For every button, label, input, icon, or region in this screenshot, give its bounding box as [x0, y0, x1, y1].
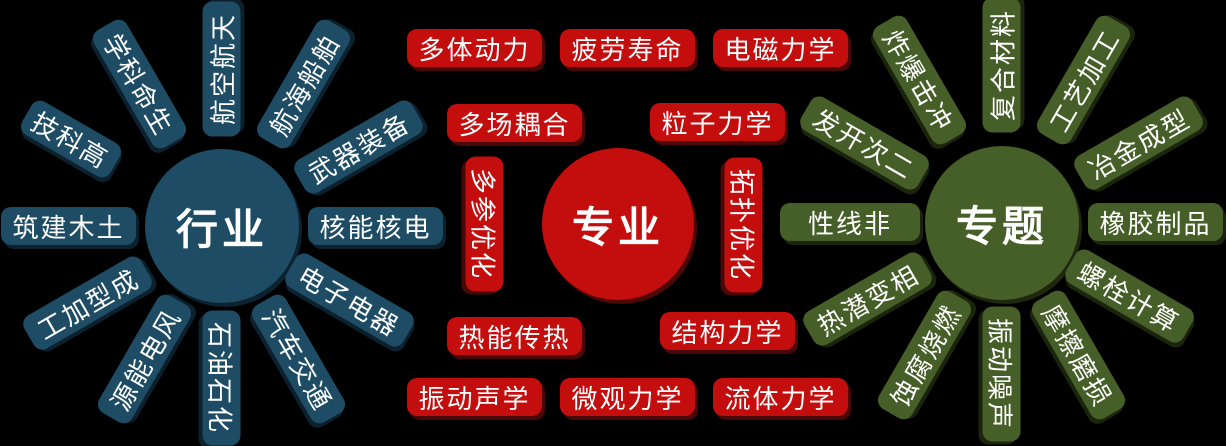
- industry-spoke-petroleum-petrochemical: 石油石化: [202, 310, 241, 446]
- spoke-label: 筑建木土: [12, 213, 125, 244]
- spoke-label: 热潜变相: [812, 260, 925, 343]
- major-pill-fatigue-life: 疲劳寿命: [560, 29, 695, 67]
- pill-label: 微观力学: [571, 384, 684, 415]
- pill-label: 结构力学: [671, 318, 784, 349]
- major-hub-label: 专业: [571, 202, 664, 252]
- spoke-label: 橡胶制品: [1099, 209, 1212, 240]
- topics-spoke-process-machining: 工艺加工: [1033, 12, 1134, 148]
- spoke-label: 电子电器: [292, 261, 405, 344]
- spoke-label: 冶金成型: [1083, 104, 1196, 187]
- major-pill-micro-mechanics: 微观力学: [560, 378, 695, 416]
- major-pill-fluid-mechanics: 流体力学: [713, 378, 848, 416]
- pill-label: 多参优化: [467, 167, 497, 280]
- pill-label: 电磁力学: [724, 35, 837, 66]
- industry-hub-label: 行业: [175, 204, 268, 254]
- spoke-label: 核能核电: [319, 213, 432, 244]
- major-pill-topology-optimization: 拓扑优化: [724, 157, 763, 293]
- industry-spoke-life-science: 学科命生: [89, 16, 190, 152]
- pill-label: 多场耦合: [458, 110, 571, 141]
- spoke-label: 螺栓计算: [1072, 257, 1185, 340]
- topics-hub-label: 专题: [955, 201, 1048, 251]
- spoke-label: 学科命生: [96, 29, 179, 142]
- topics-spoke-rubber-products: 橡胶制品: [1088, 203, 1223, 241]
- industry-spoke-weapons-equipment: 武器装备: [290, 96, 427, 198]
- spoke-label: 工艺加工: [1044, 25, 1127, 138]
- spoke-label: 航海船舶: [264, 29, 347, 142]
- topics-spoke-secondary-development: 发开次二: [796, 92, 933, 194]
- spoke-label: 发开次二: [807, 104, 920, 187]
- spoke-label: 工加型成: [32, 264, 145, 347]
- topics-spoke-impact-blast: 炸爆击冲: [869, 12, 970, 148]
- spoke-label: 摩擦磨损: [1035, 300, 1118, 413]
- spoke-label: 汽车交通: [255, 304, 338, 417]
- industry-spoke-marine-ships: 航海船舶: [253, 16, 354, 152]
- topics-hub-circle: 专题: [925, 146, 1079, 300]
- spoke-label: 武器装备: [303, 108, 416, 191]
- major-pill-structural-mechanics: 结构力学: [660, 312, 795, 350]
- pill-label: 振动声学: [418, 384, 531, 415]
- spoke-label: 性线非: [807, 209, 892, 240]
- major-pill-particle-mechanics: 粒子力学: [650, 103, 785, 141]
- spoke-label: 炸爆击冲: [876, 25, 959, 138]
- topics-spoke-nonlinearity: 性线非: [780, 203, 920, 241]
- major-pill-thermal-heat-transfer: 热能传热: [447, 317, 582, 355]
- spoke-label: 复合材料: [989, 9, 1019, 122]
- major-hub-circle: 专业: [542, 148, 694, 300]
- spoke-label: 石油石化: [204, 321, 234, 434]
- spoke-label: 振动噪声: [984, 317, 1014, 430]
- topics-spoke-vibration-noise: 振动噪声: [982, 306, 1021, 442]
- major-pill-vibro-acoustics: 振动声学: [407, 378, 542, 416]
- spoke-label: 技科高: [25, 107, 114, 176]
- topics-spoke-metallurgical-forming: 冶金成型: [1070, 92, 1207, 194]
- industry-spoke-aerospace: 航空航天: [202, 1, 241, 137]
- major-pill-multibody-dynamics: 多体动力: [407, 29, 542, 67]
- pill-label: 多体动力: [418, 35, 531, 66]
- industry-spoke-high-tech: 技科高: [17, 97, 125, 181]
- spoke-label: 航空航天: [209, 13, 239, 126]
- pill-label: 疲劳寿命: [571, 35, 684, 66]
- pill-label: 热能传热: [458, 323, 571, 354]
- pill-label: 粒子力学: [661, 109, 774, 140]
- spoke-label: 源能电风: [105, 304, 188, 417]
- major-pill-multiparameter-optimization: 多参优化: [465, 156, 504, 292]
- pill-label: 流体力学: [724, 384, 837, 415]
- pill-label: 拓扑优化: [726, 168, 756, 281]
- major-pill-multifield-coupling: 多场耦合: [447, 104, 582, 142]
- industry-spoke-civil-construction: 筑建木土: [1, 207, 136, 245]
- major-pill-electromagnetic-mechanics: 电磁力学: [713, 29, 848, 67]
- topics-spoke-composite-materials: 复合材料: [982, 0, 1021, 133]
- spoke-label: 蚀腐烧燃: [885, 300, 968, 413]
- industry-hub-circle: 行业: [145, 149, 299, 303]
- industry-spoke-nuclear-power: 核能核电: [308, 207, 443, 245]
